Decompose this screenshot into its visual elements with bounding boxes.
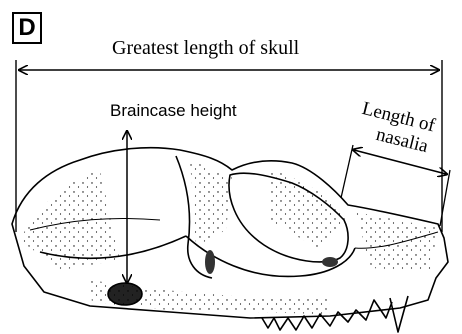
greatest-length-label: Greatest length of skull: [112, 37, 299, 60]
braincase-height-label: Braincase height: [110, 101, 237, 121]
skull-stipple: [20, 160, 438, 314]
